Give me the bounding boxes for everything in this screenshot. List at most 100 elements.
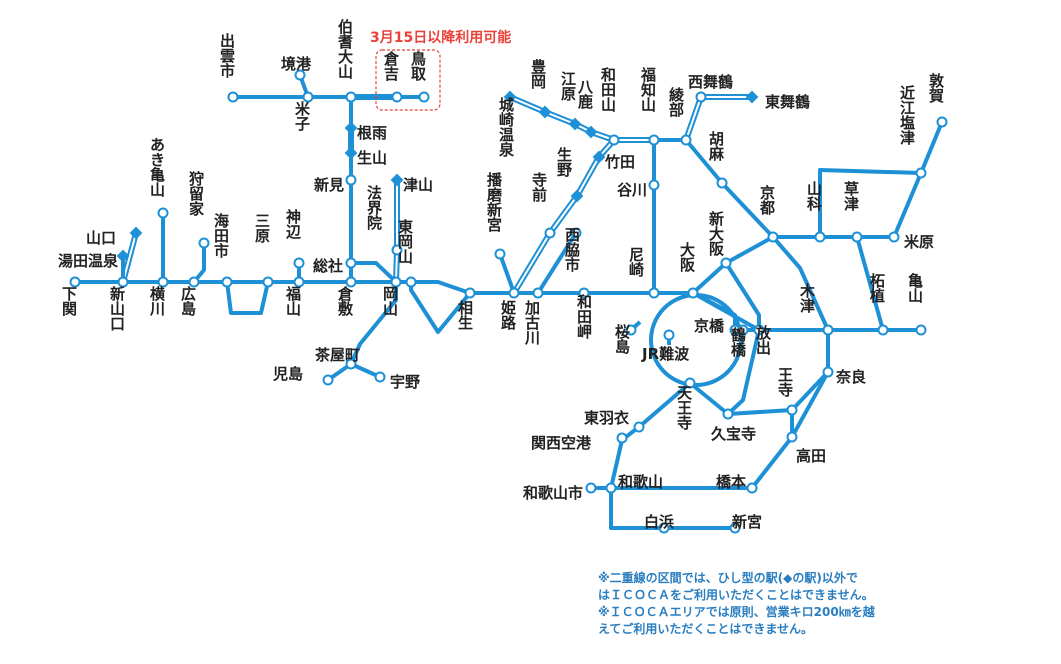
station-label-tanigawa: 谷川 (617, 181, 647, 199)
station-label-shinyamaguchi: 新山口 (110, 285, 125, 333)
station-label-yoka: 八鹿 (577, 78, 594, 111)
station-label-oji: 王寺 (778, 366, 793, 399)
rail-line-30 (688, 381, 730, 416)
station-marker-uno (374, 371, 386, 383)
double-rail-line-5 (120, 232, 139, 283)
station-marker-tennoji (684, 377, 696, 389)
station-label-hashimoto: 橋本 (716, 473, 746, 491)
station-label-higashiokayama: 東岡山 (398, 218, 413, 266)
station-label-nishiwakishi: 西脇市 (565, 226, 580, 274)
station-label-sakurajima: 桜島 (615, 323, 630, 356)
station-marker-soja (345, 257, 357, 269)
station-marker-kansaiairport (616, 432, 628, 444)
station-marker-shimonoseki (69, 276, 81, 288)
station-label-hokkaiin: 法界院 (367, 184, 382, 232)
station-marker-wadayama (608, 134, 620, 146)
station-label-nara: 奈良 (835, 368, 866, 386)
station-label-jrnamba: JR難波 (641, 345, 690, 363)
station-label-akikameyama: あき亀山 (150, 136, 165, 199)
station-label-chayamachi: 茶屋町 (315, 346, 360, 364)
station-marker-shinosaka (720, 257, 732, 269)
station-label-kabeya: 狩留家 (189, 170, 204, 218)
station-marker-aioi (464, 287, 476, 299)
station-marker-tsuge (877, 324, 889, 336)
osaka-loop-line (649, 293, 743, 387)
station-label-wadayama: 和田山 (601, 66, 616, 114)
station-label-yamaguchi: 山口 (86, 229, 116, 247)
station-marker-hiroshima (188, 276, 200, 288)
station-label-kameyama: 亀山 (908, 272, 923, 305)
station-label-izumoshi: 出雲市 (220, 32, 235, 80)
station-marker-takada (786, 431, 798, 443)
station-marker-higashiokayama (405, 276, 417, 288)
rail-line-10 (326, 282, 398, 382)
station-label-tsuyama: 津山 (403, 176, 433, 194)
station-label-omishiotsu: 近江塩津 (900, 84, 915, 147)
station-label-fukuyama: 福山 (285, 285, 301, 318)
station-marker-hanaten (753, 324, 765, 336)
station-label-kusatsu: 草津 (844, 180, 859, 213)
station-label-teramae: 寺前 (532, 171, 547, 204)
station-diamond-neu (344, 121, 358, 135)
station-label-kinosakionsen: 城崎温泉 (498, 96, 515, 159)
station-marker-kubotera (722, 408, 734, 420)
station-label-kansaiairport: 関西空港 (531, 434, 592, 452)
station-label-uno: 宇野 (390, 373, 420, 391)
station-label-himeji: 姫路 (501, 299, 517, 332)
station-marker-kizu (822, 324, 834, 336)
rail-line-32 (609, 488, 735, 530)
station-label-yokogawa: 横川 (149, 285, 166, 318)
station-label-toyooka: 豊岡 (531, 58, 546, 91)
station-label-shirahama: 白浜 (644, 513, 674, 531)
station-marker-akikameyama (157, 207, 169, 219)
station-marker-kyoto (767, 231, 779, 243)
station-label-ikuno: 生野 (557, 146, 572, 179)
station-label-wakayamashi: 和歌山市 (523, 484, 583, 502)
notice-new-stations: 3月15日以降利用可能 (370, 29, 511, 46)
station-marker-higashihagoromo (633, 421, 645, 433)
footnote-line-1: ※二重線の区間では、ひし型の駅(◆の駅)以外で (598, 571, 858, 585)
station-marker-omishiotsu (915, 167, 927, 179)
station-marker-hokkaiin (391, 244, 403, 256)
station-marker-himeji (508, 287, 520, 299)
station-label-ayabe: 綾部 (669, 86, 685, 119)
station-label-niimi: 新見 (314, 176, 344, 194)
station-label-soja: 総社 (313, 257, 343, 275)
station-label-takada: 高田 (796, 447, 826, 465)
station-label-sonobe: 胡麻 (708, 130, 725, 163)
station-marker-okayama (390, 276, 402, 288)
station-marker-shinyamaguchi (117, 276, 129, 288)
station-marker-nara (822, 366, 834, 378)
station-marker-kakogawa (532, 287, 544, 299)
station-label-kyoto: 京都 (759, 184, 775, 217)
station-label-kurashiki: 倉敷 (337, 285, 354, 318)
station-marker-wakayamashi (585, 482, 597, 494)
station-marker-wadamisaki (578, 287, 590, 299)
station-label-aioi: 相生 (458, 299, 473, 332)
station-label-harimashingu: 播磨新宮 (486, 171, 503, 234)
station-marker-wakayama (605, 482, 617, 494)
station-diamond-tsuyama (390, 173, 404, 187)
station-label-neu: 根雨 (357, 124, 387, 142)
station-label-tennoji: 天王寺 (677, 384, 693, 432)
single-line-sections (75, 74, 944, 530)
station-marker-teramae (544, 227, 556, 239)
station-label-osaka: 大阪 (680, 241, 696, 274)
station-label-tsuge: 柘植 (870, 272, 885, 305)
footnote-line-3: ※ＩＣＯＣＡエリアでは原則、営業キロ200㎞を越 (598, 605, 875, 619)
station-label-okayama: 岡山 (383, 285, 398, 318)
station-marker-kusatsu (851, 231, 863, 243)
rail-line-23 (771, 235, 830, 438)
station-label-shinosaka: 新大阪 (709, 210, 725, 258)
station-label-tsuruga: 敦賀 (928, 72, 945, 105)
station-marker-fukuchiyama (648, 134, 660, 146)
station-label-ebara: 江原 (561, 70, 576, 103)
station-label-kojima: 児島 (272, 365, 303, 383)
rail-line-29 (726, 329, 793, 416)
station-label-amagasaki: 尼崎 (629, 246, 644, 279)
station-diamond-yamaguchi (129, 226, 143, 240)
station-marker-nishiwakishi (570, 227, 582, 239)
station-marker-tottori (418, 91, 430, 103)
station-label-kubotera: 久宝寺 (711, 425, 756, 443)
